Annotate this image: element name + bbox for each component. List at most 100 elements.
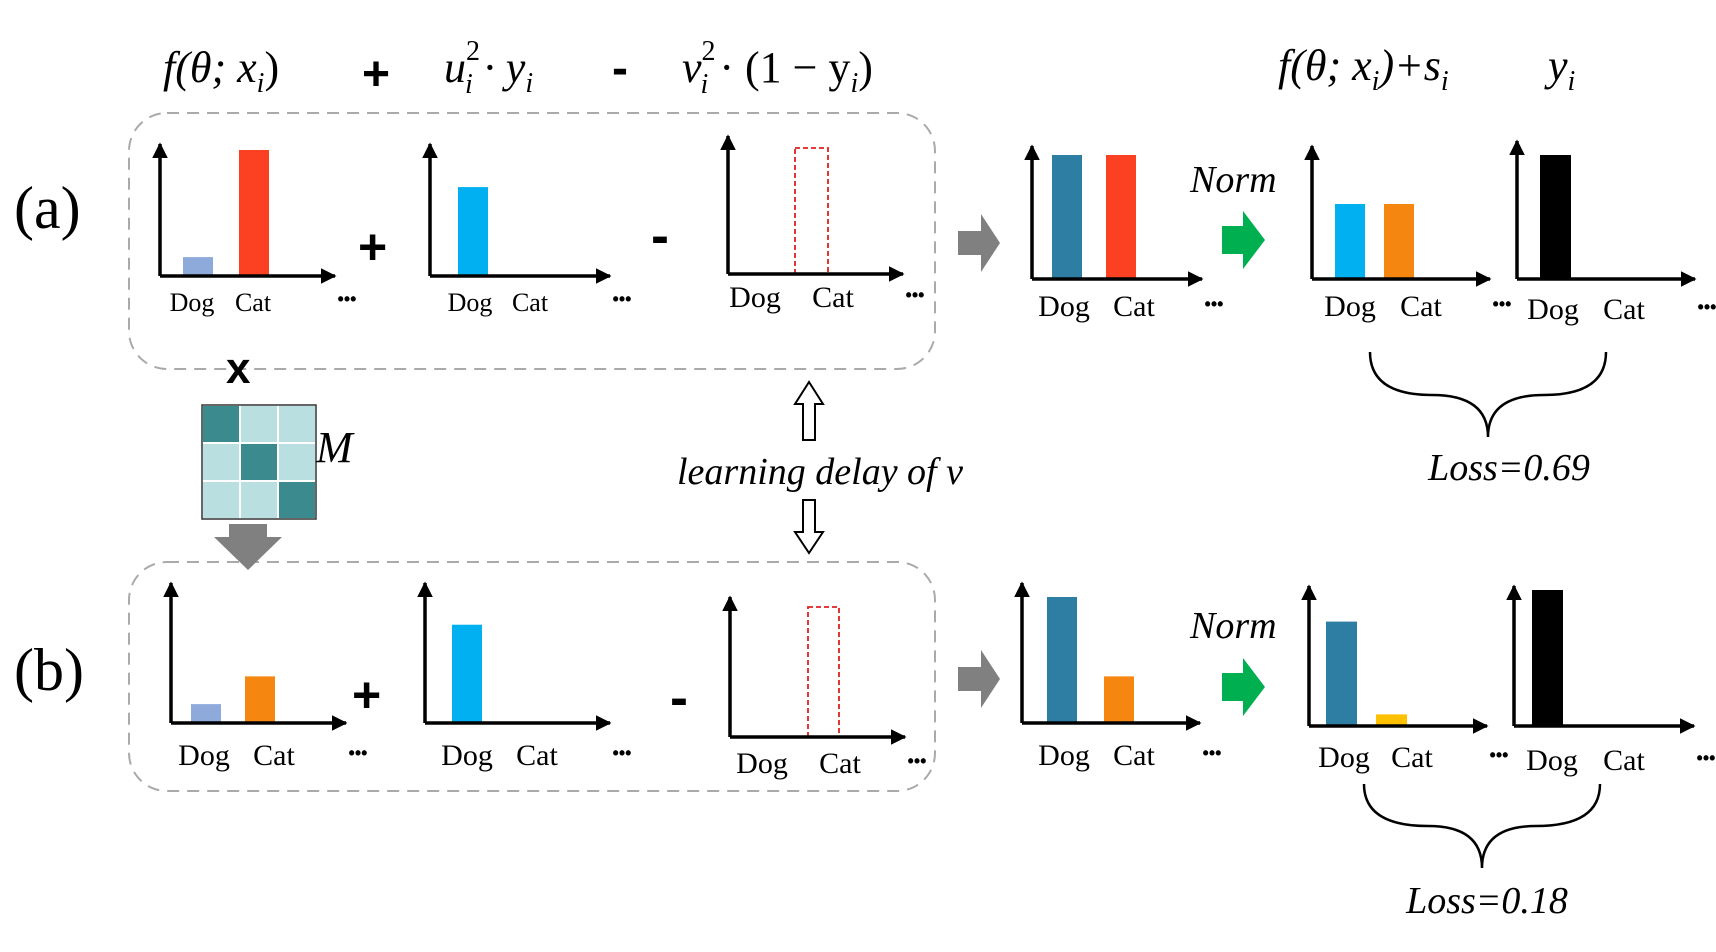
matrix-cell <box>201 480 241 520</box>
bar-dog <box>458 187 488 276</box>
op-minus-b: - <box>670 668 688 728</box>
op-minus-a: - <box>651 206 669 266</box>
tick-label-more: ••• <box>1205 294 1224 314</box>
tick-label-dog: Dog <box>1038 739 1090 772</box>
tick-label-dog: Dog <box>441 739 493 772</box>
chart-b6: Dog Cat ••• <box>1506 584 1716 777</box>
bar-cat <box>245 676 275 723</box>
matrix-cell <box>277 404 317 444</box>
tick-label-more: ••• <box>349 743 368 763</box>
tick-label-more: ••• <box>1490 745 1509 765</box>
chart-b5: Dog Cat ••• <box>1301 584 1509 774</box>
tick-label-dog: Dog <box>170 288 215 317</box>
bar-dog <box>452 624 482 723</box>
bar-cat <box>1104 676 1134 723</box>
chart-a2: Dog Cat ••• <box>422 142 632 317</box>
row-b-label: (b) <box>14 637 84 703</box>
tick-label-cat: Cat <box>1391 741 1433 774</box>
tick-label-dog: Dog <box>1526 744 1578 777</box>
group-box-b <box>128 561 936 792</box>
tick-label-dog: Dog <box>736 747 788 780</box>
tick-label-dog: Dog <box>1038 290 1090 323</box>
norm-arrow-b <box>1222 658 1265 716</box>
brace-b <box>1362 783 1602 869</box>
norm-arrow-a <box>1222 211 1265 269</box>
tick-label-cat: Cat <box>1113 290 1155 323</box>
tick-label-dog: Dog <box>178 739 230 772</box>
matrix-cell <box>201 442 241 482</box>
matrix-cell <box>239 404 279 444</box>
tick-label-dog: Dog <box>448 288 493 317</box>
tick-label-cat: Cat <box>235 288 272 317</box>
bar-dog <box>1052 155 1082 279</box>
gray-arrow-b <box>958 650 1000 708</box>
hollow-arrow-up <box>793 380 825 441</box>
tick-label-dog: Dog <box>1318 741 1370 774</box>
loss-label-b: Loss=0.18 <box>1405 880 1568 922</box>
op-plus-a: + <box>358 219 387 275</box>
matrix-cell <box>239 442 279 482</box>
formula-f-term: f(θ; xi) <box>163 43 279 99</box>
tick-label-more: ••• <box>1203 743 1222 763</box>
matrix-m <box>201 404 317 520</box>
brace-a <box>1368 351 1608 438</box>
formula-target-term: yi <box>1544 41 1575 97</box>
tick-label-cat: Cat <box>1603 744 1645 777</box>
bar-cat-placeholder <box>807 606 840 738</box>
bar-dog <box>1540 155 1571 279</box>
learning-delay-label: learning delay of v <box>677 451 963 493</box>
tick-label-cat: Cat <box>1603 293 1645 326</box>
matrix-down-arrow <box>214 524 282 570</box>
tick-label-more: ••• <box>338 289 357 309</box>
norm-label-b: Norm <box>1189 605 1277 647</box>
hollow-arrow-down <box>793 499 825 555</box>
matrix-cell <box>277 480 317 520</box>
tick-label-more: ••• <box>1698 297 1716 317</box>
chart-a1: Dog Cat ••• <box>152 142 357 317</box>
tick-label-cat: Cat <box>512 288 549 317</box>
op-plus-b: + <box>352 667 381 723</box>
bar-dog <box>1335 204 1365 279</box>
bar-dog <box>1326 621 1357 726</box>
tick-label-dog: Dog <box>1527 293 1579 326</box>
formula-minus: - <box>612 42 628 95</box>
bar-dog <box>1047 597 1077 723</box>
norm-label-a: Norm <box>1189 159 1277 201</box>
matrix-cell <box>201 404 241 444</box>
bar-dog <box>1532 590 1563 726</box>
tick-label-cat: Cat <box>1400 290 1442 323</box>
tick-label-cat: Cat <box>516 739 558 772</box>
loss-label-a: Loss=0.69 <box>1427 447 1590 489</box>
bar-cat-placeholder <box>794 147 829 275</box>
formula-plus: + <box>362 48 390 101</box>
tick-label-cat: Cat <box>253 739 295 772</box>
matrix-label: M <box>315 423 355 472</box>
chart-b4: Dog Cat ••• <box>1014 581 1222 772</box>
tick-label-dog: Dog <box>729 281 781 314</box>
tick-label-dog: Dog <box>1324 290 1376 323</box>
chart-b1: Dog Cat ••• <box>163 581 368 772</box>
matrix-cell <box>277 442 317 482</box>
tick-label-more: ••• <box>1697 748 1716 768</box>
matrix-border <box>201 404 317 520</box>
bar-dog <box>183 257 213 276</box>
tick-label-more: ••• <box>906 285 925 305</box>
bar-cat <box>239 150 269 276</box>
tick-label-cat: Cat <box>812 281 854 314</box>
tick-label-more: ••• <box>613 289 632 309</box>
chart-a3: Dog Cat ••• <box>720 134 925 314</box>
bar-cat <box>1376 714 1407 726</box>
row-a-label: (a) <box>14 175 81 241</box>
formula-output-term: f(θ; xi)+si <box>1278 41 1449 97</box>
bar-cat <box>1384 204 1414 279</box>
tick-label-more: ••• <box>908 751 927 771</box>
tick-label-cat: Cat <box>1113 739 1155 772</box>
gray-arrow-a <box>958 214 1000 272</box>
